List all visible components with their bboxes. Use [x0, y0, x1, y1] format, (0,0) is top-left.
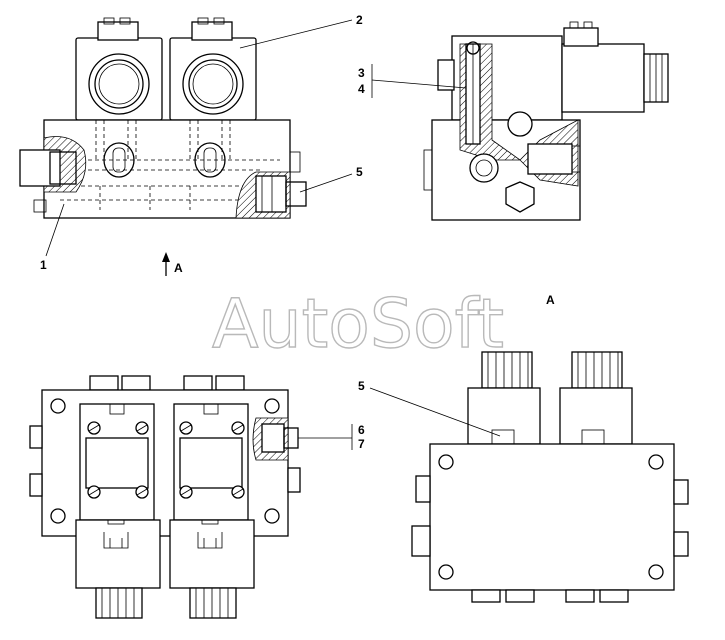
top-view	[29, 375, 301, 619]
callout-3-label: 3	[358, 66, 365, 80]
top-valve-body	[41, 389, 289, 537]
callout-5-bottom-label: 5	[358, 379, 365, 393]
front-solenoid-left	[75, 17, 163, 121]
callout-5-bottom: 5	[358, 379, 501, 437]
side-view	[423, 21, 669, 221]
callout-2: 2	[239, 13, 363, 49]
callout-5-top: 5	[299, 165, 363, 193]
view-a	[411, 351, 689, 603]
front-view	[19, 17, 307, 219]
front-solenoid-right	[169, 17, 257, 121]
callout-6-label: 6	[358, 423, 365, 437]
watermark-text: AutoSoft	[212, 285, 504, 364]
callout-4-label: 4	[358, 82, 365, 96]
callout-5-top-label: 5	[356, 165, 363, 179]
callout-3-4: 3 4	[358, 64, 467, 98]
view-arrow-label: A	[174, 261, 183, 275]
view-a-title: A	[546, 293, 555, 307]
callout-1: 1	[40, 203, 65, 272]
view-a-valve-body	[429, 443, 675, 591]
callout-7-label: 7	[358, 437, 365, 451]
callout-6-7: 6 7	[298, 423, 365, 451]
view-arrow-a: A	[162, 252, 183, 276]
callout-2-label: 2	[356, 13, 363, 27]
callout-1-label: 1	[40, 258, 47, 272]
